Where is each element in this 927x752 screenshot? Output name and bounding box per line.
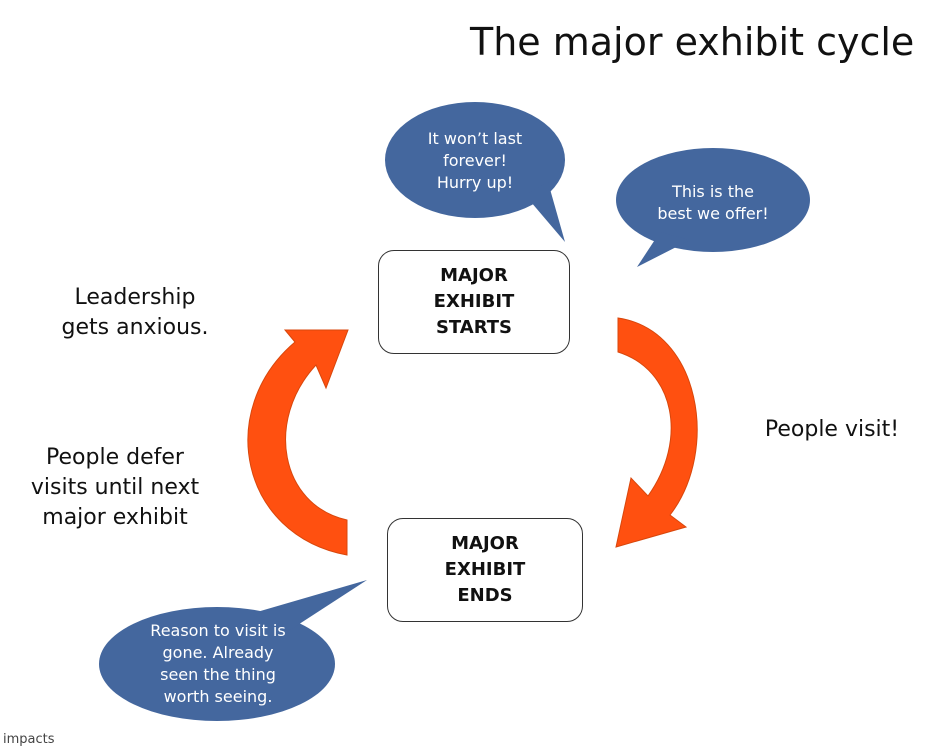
node-exhibit-starts: MAJOR EXHIBIT STARTS [378,250,570,354]
speech-bubble-hurry [385,102,565,242]
speech-bubble-reason [99,580,367,721]
arrow-people-defer [247,329,349,556]
bubble-reason-text: Reason to visit is gone. Already seen th… [150,621,286,706]
impacts-logo: impacts [3,732,55,747]
label-people-visit: People visit! [764,417,900,442]
bubble-hurry-text: It won’t last forever! Hurry up! [427,129,523,192]
label-leadership: Leadership gets anxious. [61,285,209,340]
speech-bubble-best [616,148,810,267]
bubble-best-text: This is the best we offer! [657,182,769,223]
node-exhibit-ends: MAJOR EXHIBIT ENDS [387,518,583,622]
page-title: The major exhibit cycle [470,20,915,64]
node-exhibit-starts-label: MAJOR EXHIBIT STARTS [433,265,515,338]
arrow-people-visit [615,317,698,548]
label-people-defer: People defer visits until next major exh… [30,445,200,530]
node-exhibit-ends-label: MAJOR EXHIBIT ENDS [444,533,526,606]
